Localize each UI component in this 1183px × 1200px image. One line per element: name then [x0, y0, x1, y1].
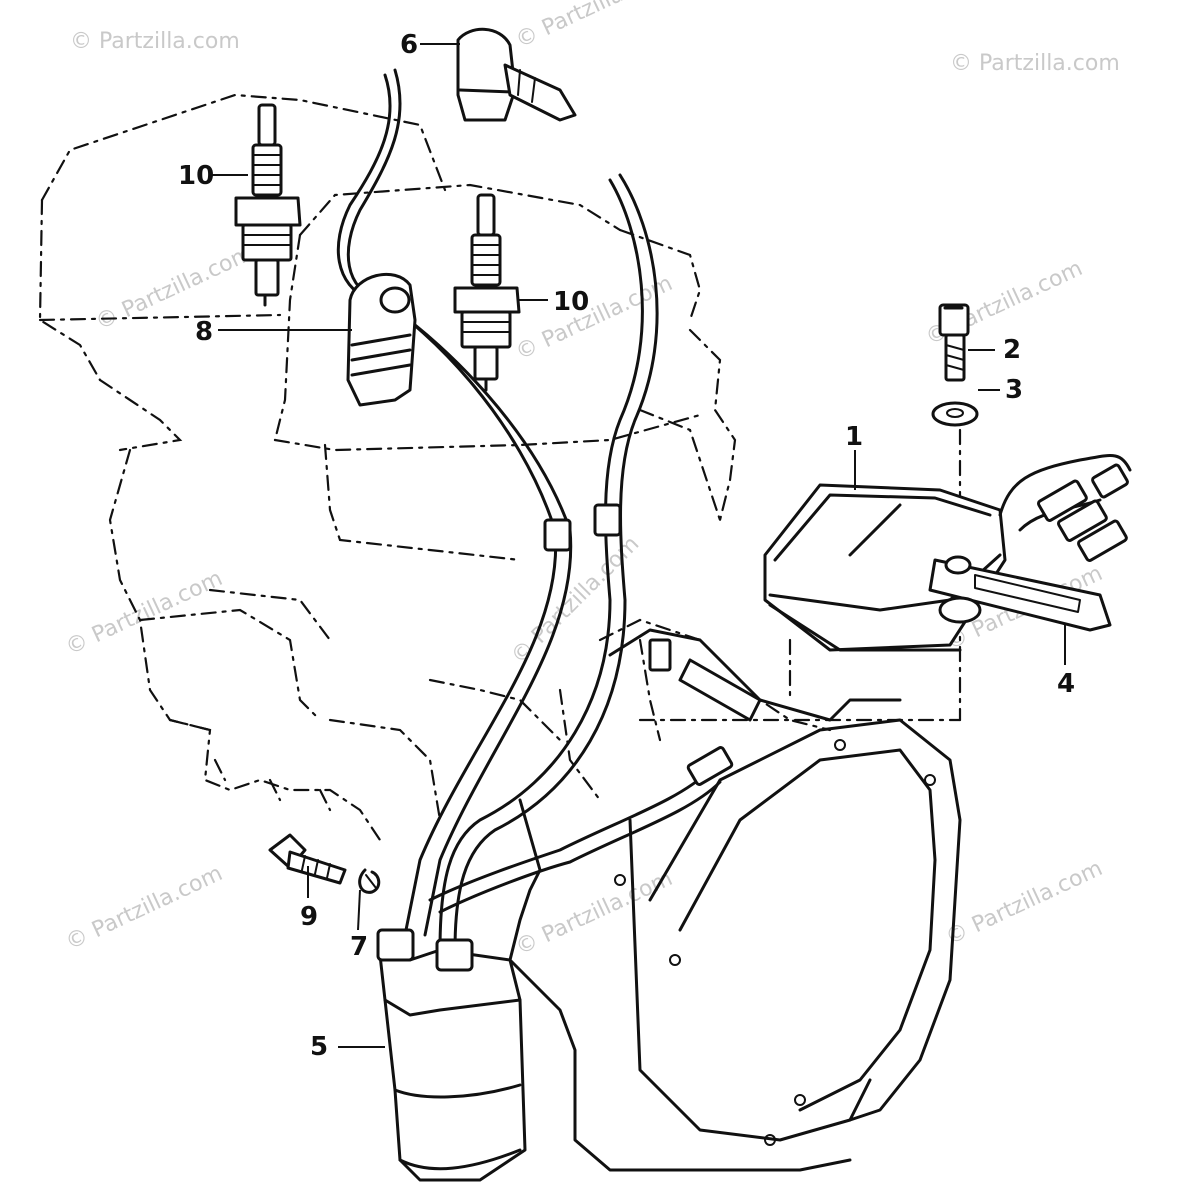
part-6-plug-cap — [456, 27, 577, 122]
part-2-bolt — [938, 303, 970, 382]
callout-2: 2 — [1003, 335, 1021, 365]
callout-1: 1 — [845, 422, 863, 452]
callout-3: 3 — [1005, 375, 1023, 405]
part-7-lock-washer — [358, 868, 381, 894]
watermark-text: © Partzilla.com — [70, 29, 240, 54]
watermark-text: © Partzilla.com — [942, 856, 1106, 950]
wire-connector — [1037, 463, 1129, 562]
callout-7: 7 — [350, 932, 368, 962]
flywheel-housing — [508, 628, 962, 1172]
part-9-bolt — [268, 833, 347, 885]
part-10-spark-plug-left — [234, 103, 302, 307]
leader-lines — [212, 43, 1066, 1048]
watermark-text: © Partzilla.com — [512, 866, 676, 960]
callout-10-left: 10 — [178, 161, 214, 191]
callout-5: 5 — [310, 1032, 328, 1062]
watermark-text: © Partzilla.com — [92, 241, 256, 335]
watermark-text: © Partzilla.com — [512, 0, 676, 53]
callout-10-right: 10 — [553, 287, 589, 317]
part-10-spark-plug-right — [453, 193, 521, 392]
part-8-wire-holder — [346, 272, 417, 407]
callout-labels: 1 2 3 4 5 6 7 8 9 10 10 — [178, 30, 1075, 1062]
watermarks: © Partzilla.com © Partzilla.com © Partzi… — [62, 0, 1120, 960]
part-3-washer — [931, 401, 979, 427]
callout-6: 6 — [400, 30, 418, 60]
callout-8: 8 — [195, 317, 213, 347]
ignition-wires — [336, 68, 734, 952]
watermark-text: © Partzilla.com — [512, 271, 676, 365]
watermark-text: © Partzilla.com — [62, 861, 226, 955]
part-5-ignition-coil — [376, 928, 527, 1182]
watermark-text: © Partzilla.com — [950, 51, 1120, 76]
part-4-bracket — [928, 555, 1112, 632]
callout-9: 9 — [300, 902, 318, 932]
callout-4: 4 — [1057, 669, 1075, 699]
